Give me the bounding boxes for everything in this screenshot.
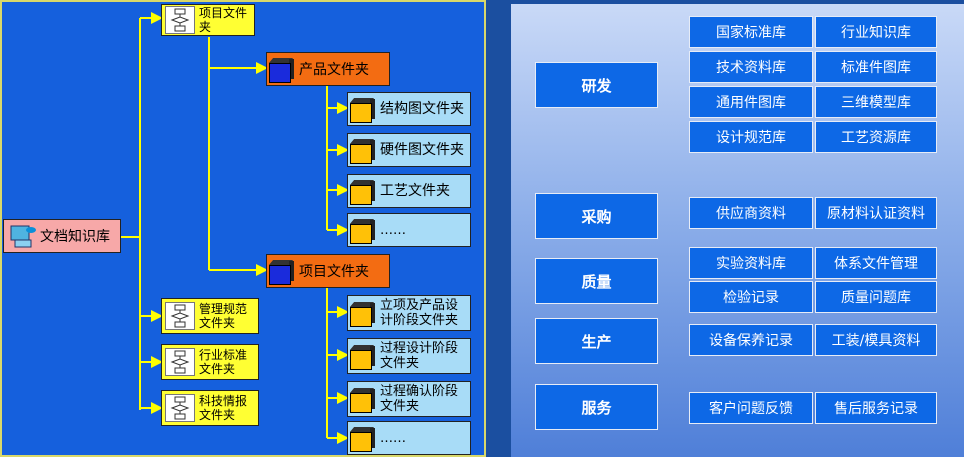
folder-label: 立项及产品设计阶段文件夹 — [380, 298, 459, 328]
root-node[interactable]: 文档知识库 — [3, 219, 121, 253]
folder-label: 项目文件夹 — [199, 6, 248, 34]
lib-tooling-molds[interactable]: 工装/模具资料 — [815, 324, 937, 356]
folder-label: 结构图文件夹 — [380, 100, 464, 117]
folder-label: …… — [380, 222, 406, 238]
folder-cube-icon — [349, 218, 376, 244]
folder-label: 产品文件夹 — [299, 62, 369, 78]
flowchart-icon — [165, 302, 195, 330]
folder-label: 硬件图文件夹 — [380, 141, 464, 158]
lib-customer-feedback[interactable]: 客户问题反馈 — [689, 392, 813, 424]
product-folder[interactable]: 产品文件夹 — [266, 52, 390, 86]
lib-3d-models[interactable]: 三维模型库 — [815, 86, 937, 118]
folder-cube-icon — [349, 426, 376, 452]
category-production[interactable]: 生产 — [535, 318, 658, 364]
folder-cube-icon — [268, 57, 295, 83]
lib-equipment-maintenance[interactable]: 设备保养记录 — [689, 324, 813, 356]
more-product-folder[interactable]: …… — [347, 213, 471, 247]
folder-label: 工艺文件夹 — [380, 182, 450, 199]
folder-label: 项目文件夹 — [299, 264, 369, 280]
category-rnd[interactable]: 研发 — [535, 62, 658, 108]
lib-process-resources[interactable]: 工艺资源库 — [815, 121, 937, 153]
folder-label: 过程确认阶段文件夹 — [380, 384, 459, 414]
folder-cube-icon — [349, 301, 376, 327]
lib-technical-docs[interactable]: 技术资料库 — [689, 51, 813, 83]
project-folder[interactable]: 项目文件夹 — [266, 254, 390, 288]
folder-cube-icon — [349, 97, 376, 123]
folder-cube-icon — [349, 138, 376, 164]
flowchart-icon — [165, 394, 195, 422]
lib-common-parts[interactable]: 通用件图库 — [689, 86, 813, 118]
structure-drawing-folder[interactable]: 结构图文件夹 — [347, 92, 471, 126]
folder-label: 科技情报文件夹 — [199, 394, 248, 422]
flowchart-icon — [165, 6, 195, 34]
category-purchase[interactable]: 采购 — [535, 193, 658, 239]
folder-label: 过程设计阶段文件夹 — [380, 341, 459, 371]
process-design-folder[interactable]: 过程设计阶段文件夹 — [347, 338, 471, 374]
folder-cube-icon — [268, 259, 295, 285]
lib-supplier-docs[interactable]: 供应商资料 — [689, 197, 813, 229]
lib-industry-knowledge[interactable]: 行业知识库 — [815, 16, 937, 48]
industry-standard-folder[interactable]: 行业标准文件夹 — [161, 344, 259, 380]
folder-cube-icon — [349, 387, 376, 413]
lib-quality-issues[interactable]: 质量问题库 — [815, 281, 937, 313]
process-validation-folder[interactable]: 过程确认阶段文件夹 — [347, 381, 471, 417]
more-project-folder[interactable]: …… — [347, 421, 471, 455]
folder-label: 管理规范文件夹 — [199, 302, 248, 330]
database-icon — [10, 225, 36, 248]
management-spec-folder[interactable]: 管理规范文件夹 — [161, 298, 259, 334]
lib-material-cert[interactable]: 原材料认证资料 — [815, 197, 937, 229]
hardware-drawing-folder[interactable]: 硬件图文件夹 — [347, 133, 471, 167]
tech-intel-folder[interactable]: 科技情报文件夹 — [161, 390, 259, 426]
category-service[interactable]: 服务 — [535, 384, 658, 430]
lib-system-docs[interactable]: 体系文件管理 — [815, 247, 937, 279]
top-project-folder[interactable]: 项目文件夹 — [161, 4, 255, 36]
folder-label: 行业标准文件夹 — [199, 348, 248, 376]
lib-design-spec[interactable]: 设计规范库 — [689, 121, 813, 153]
process-folder[interactable]: 工艺文件夹 — [347, 174, 471, 208]
category-quality[interactable]: 质量 — [535, 258, 658, 304]
initiation-design-folder[interactable]: 立项及产品设计阶段文件夹 — [347, 295, 471, 331]
lib-national-standard[interactable]: 国家标准库 — [689, 16, 813, 48]
lib-inspection-records[interactable]: 检验记录 — [689, 281, 813, 313]
lib-lab-data[interactable]: 实验资料库 — [689, 247, 813, 279]
folder-cube-icon — [349, 179, 376, 205]
root-label: 文档知识库 — [40, 229, 110, 245]
flowchart-icon — [165, 348, 195, 376]
folder-cube-icon — [349, 344, 376, 370]
lib-standard-parts[interactable]: 标准件图库 — [815, 51, 937, 83]
folder-label: …… — [380, 430, 406, 446]
lib-after-sales[interactable]: 售后服务记录 — [815, 392, 937, 424]
